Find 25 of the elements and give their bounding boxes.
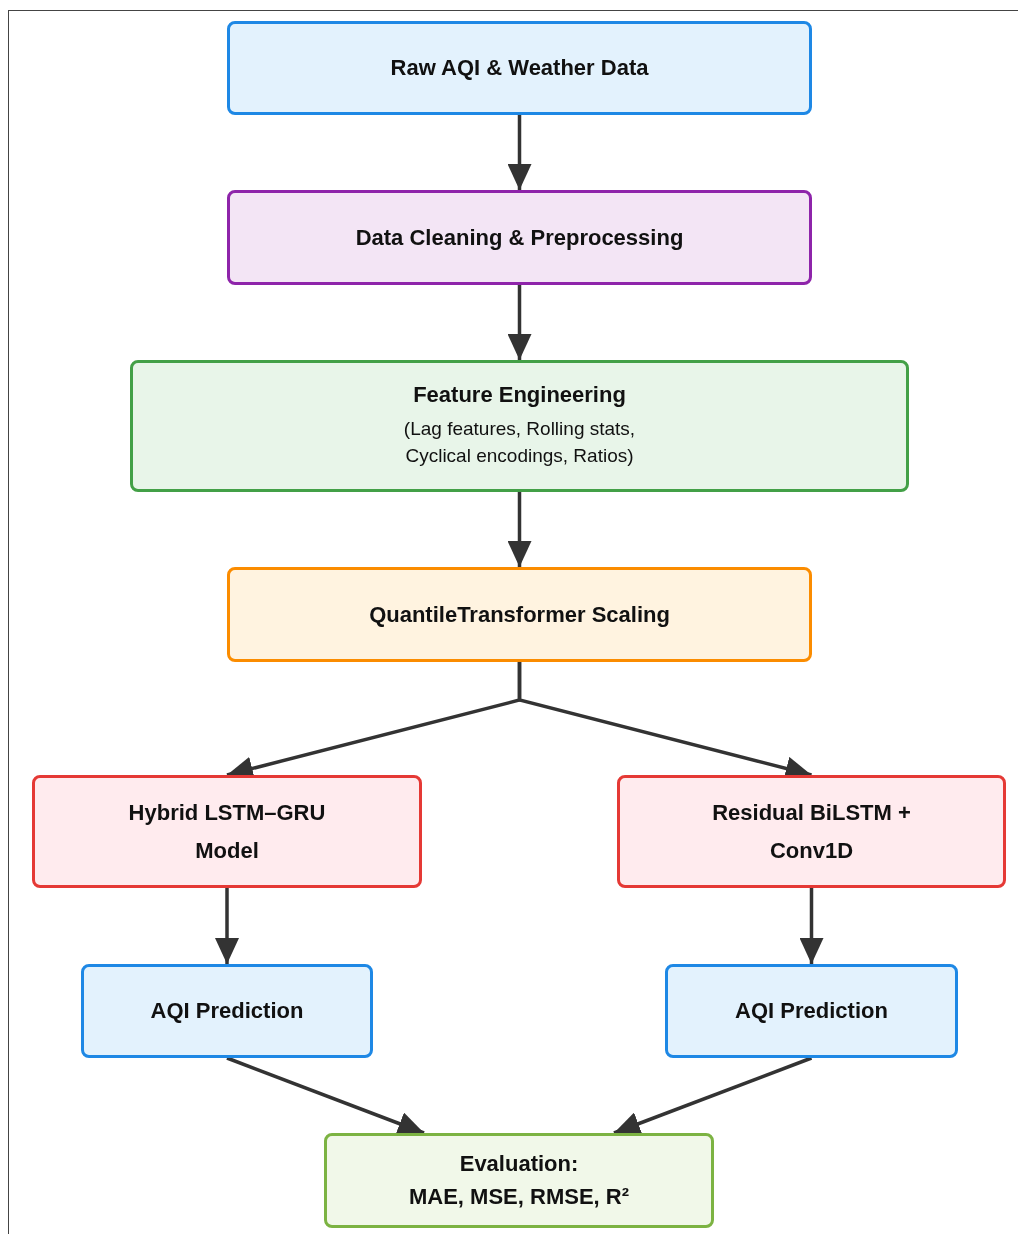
- process-box: [617, 775, 1006, 888]
- process-box: [324, 1133, 714, 1228]
- box-title: MAE, MSE, RMSE, R²: [409, 1183, 629, 1210]
- process-box: [130, 360, 909, 492]
- box-title: Data Cleaning & Preprocessing: [355, 223, 684, 252]
- arrow: [507, 492, 532, 567]
- process-box: [81, 964, 373, 1058]
- box-title: Hybrid LSTM–GRU Model: [127, 799, 327, 865]
- process-box: [32, 775, 422, 888]
- process-box: [227, 567, 812, 662]
- box-description: (Lag features, Rolling stats, Cyclical encodings, Ratios): [402, 416, 637, 469]
- box-title: Residual BiLSTM + Conv1D: [711, 799, 912, 865]
- box-title: QuantileTransformer Scaling: [369, 600, 670, 629]
- arrow: [507, 115, 532, 190]
- box-title: AQI Prediction: [150, 997, 304, 1026]
- box-title: Feature Engineering: [413, 382, 626, 409]
- box-title: Evaluation:: [459, 1151, 579, 1178]
- arrow: [507, 285, 532, 360]
- process-box: [227, 21, 812, 115]
- arrow: [215, 888, 239, 964]
- arrow: [799, 888, 824, 964]
- process-box: [227, 190, 812, 285]
- box-title: AQI Prediction: [735, 997, 888, 1026]
- process-box: [665, 964, 958, 1058]
- box-title: Raw AQI & Weather Data: [390, 54, 649, 83]
